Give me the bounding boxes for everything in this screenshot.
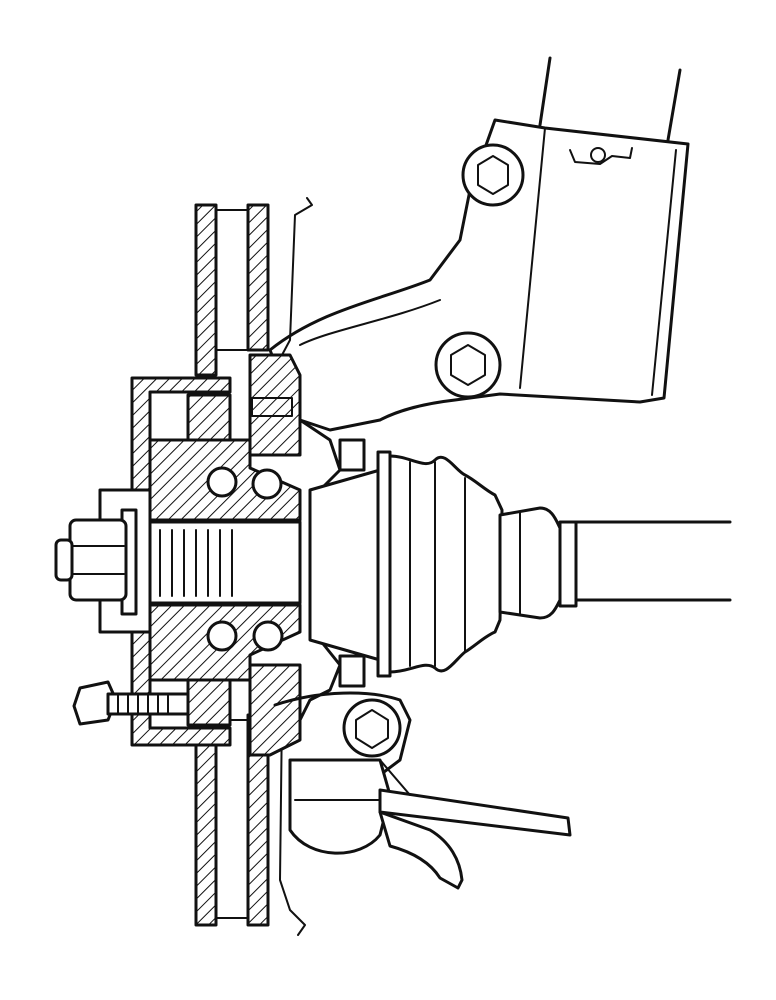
hub-splines	[159, 529, 233, 597]
bearing-ball	[206, 620, 238, 652]
control-arm	[378, 759, 572, 890]
wheel-bolt	[72, 680, 190, 726]
cv-joint-boot	[308, 450, 578, 678]
drive-shaft	[574, 520, 732, 602]
bearing-ball	[206, 466, 238, 498]
strut-clamp-bolt-upper	[461, 143, 525, 207]
strut-clamp-bolt-lower	[434, 331, 502, 399]
bearing-ball	[252, 620, 284, 652]
bearing-ball	[251, 468, 283, 500]
hub-bearing	[206, 353, 302, 757]
lower-ball-joint	[273, 691, 412, 855]
hub-nut	[54, 508, 138, 616]
